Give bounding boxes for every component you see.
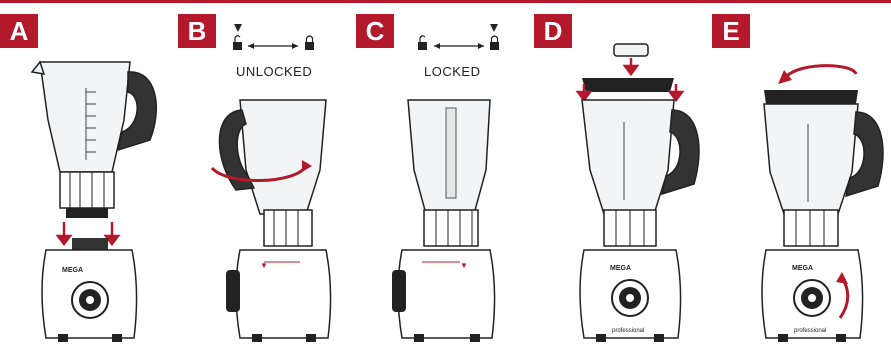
unlocked-caption: UNLOCKED (236, 64, 312, 79)
blender-jar (240, 100, 326, 214)
motor-base (398, 250, 495, 338)
maker-logo: professional (794, 328, 826, 334)
side-knob (226, 270, 240, 312)
jar-collar (60, 172, 114, 208)
blender-jar (40, 62, 130, 172)
maker-logo: professional (612, 328, 644, 334)
step-b-panel: B ▼ UNLOCKED (178, 0, 356, 357)
locked-caption: LOCKED (424, 64, 480, 79)
motor-base (236, 250, 331, 338)
step-c-illustration: ▼ (356, 0, 534, 357)
step-c-panel: C ▼ LOCKED (356, 0, 534, 357)
step-d-panel: D MEGA professional (534, 0, 712, 357)
step-a-panel: A MEGA (0, 0, 178, 357)
unlock-icon (418, 42, 427, 50)
step-e-panel: E MEGA professional (712, 0, 890, 357)
jar-collar (784, 210, 838, 246)
step-b-illustration: ▼ (178, 0, 356, 357)
step-e-illustration: MEGA professional (712, 0, 890, 357)
brand-logo: MEGA (792, 265, 813, 272)
drive-coupling (72, 238, 108, 250)
rotate-arrow (784, 66, 856, 80)
jar-lid (582, 78, 674, 92)
blender-jar (582, 100, 674, 214)
svg-text:▼: ▼ (460, 261, 468, 270)
step-d-illustration: MEGA professional (534, 0, 712, 357)
brand-logo: MEGA (62, 267, 83, 274)
brand-logo: MEGA (610, 265, 631, 272)
step-a-illustration: MEGA (0, 0, 178, 357)
lock-icon (490, 42, 499, 50)
lock-icon (305, 42, 314, 50)
unlock-icon (233, 42, 242, 50)
side-knob (392, 270, 406, 312)
jar-collar (424, 210, 478, 246)
jar-lid (764, 90, 858, 104)
blender-jar (764, 104, 858, 214)
jar-collar (264, 210, 312, 246)
lid-cap (614, 44, 648, 56)
